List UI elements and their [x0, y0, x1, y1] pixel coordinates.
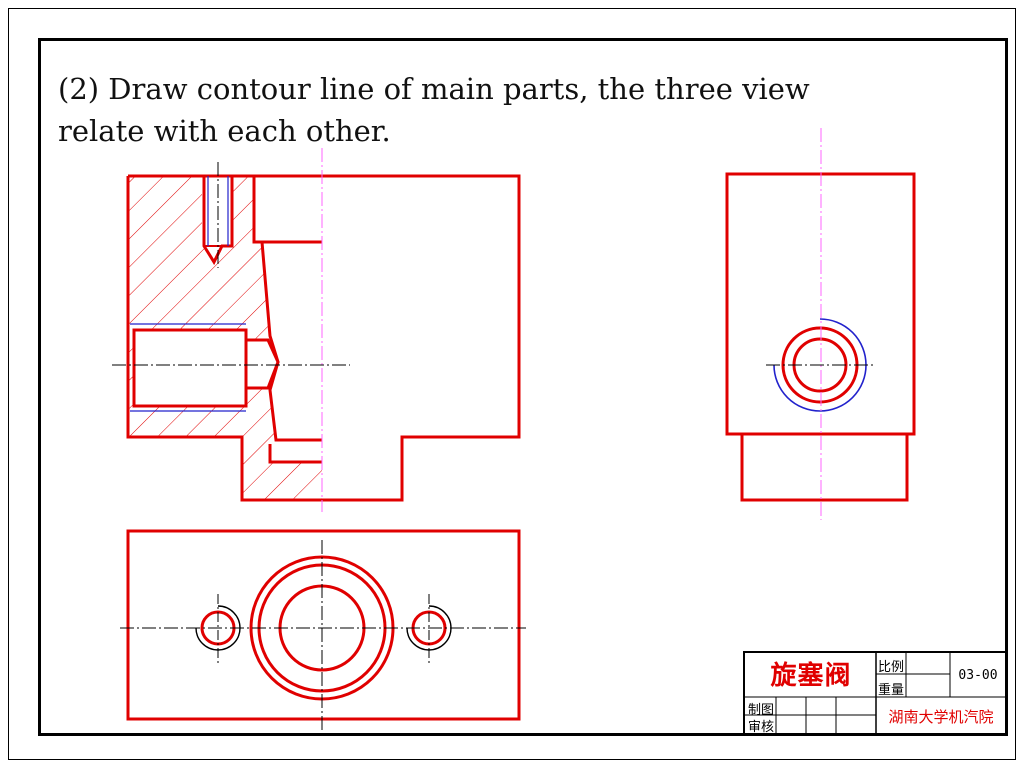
title-block-weight-label: 重量	[878, 683, 905, 698]
step-heading-line-2: relate with each other.	[58, 114, 391, 148]
title-block-checked-by-label: 审核	[748, 720, 775, 735]
front-view-step-contour	[268, 444, 322, 464]
front-view-section-hatch	[128, 176, 322, 500]
top-view-left-bolt-thread-arc	[195, 605, 241, 651]
front-view	[112, 148, 521, 512]
top-view	[120, 529, 526, 735]
title-block-scale-label: 比例	[878, 660, 905, 675]
front-view-bore-contour	[252, 176, 322, 244]
step-heading: (2) Draw contour line of main parts, the…	[58, 68, 988, 152]
front-view-taper-contour	[260, 241, 322, 442]
drawing-frame	[38, 38, 1008, 736]
title-block-grid	[743, 651, 1007, 735]
drawing-sheet-border	[8, 8, 1016, 760]
front-view-side-port-chamfer	[246, 338, 280, 390]
top-view-right-bolt-thread-arc	[406, 605, 452, 651]
step-heading-line-1: (2) Draw contour line of main parts, the…	[58, 72, 810, 106]
title-block-drawing-number: 03-00	[958, 668, 998, 683]
top-view-body	[126, 529, 521, 721]
front-view-side-port	[132, 328, 248, 408]
side-view-base	[740, 434, 909, 502]
side-view-thread-arc	[773, 318, 867, 412]
title-block-drawn-by-label: 制图	[748, 703, 775, 718]
side-view	[725, 128, 916, 520]
front-view-outline	[126, 174, 521, 502]
title-block-school: 湖南大学机汽院	[888, 708, 994, 726]
title-block-part-name: 旋塞阀	[770, 661, 852, 691]
